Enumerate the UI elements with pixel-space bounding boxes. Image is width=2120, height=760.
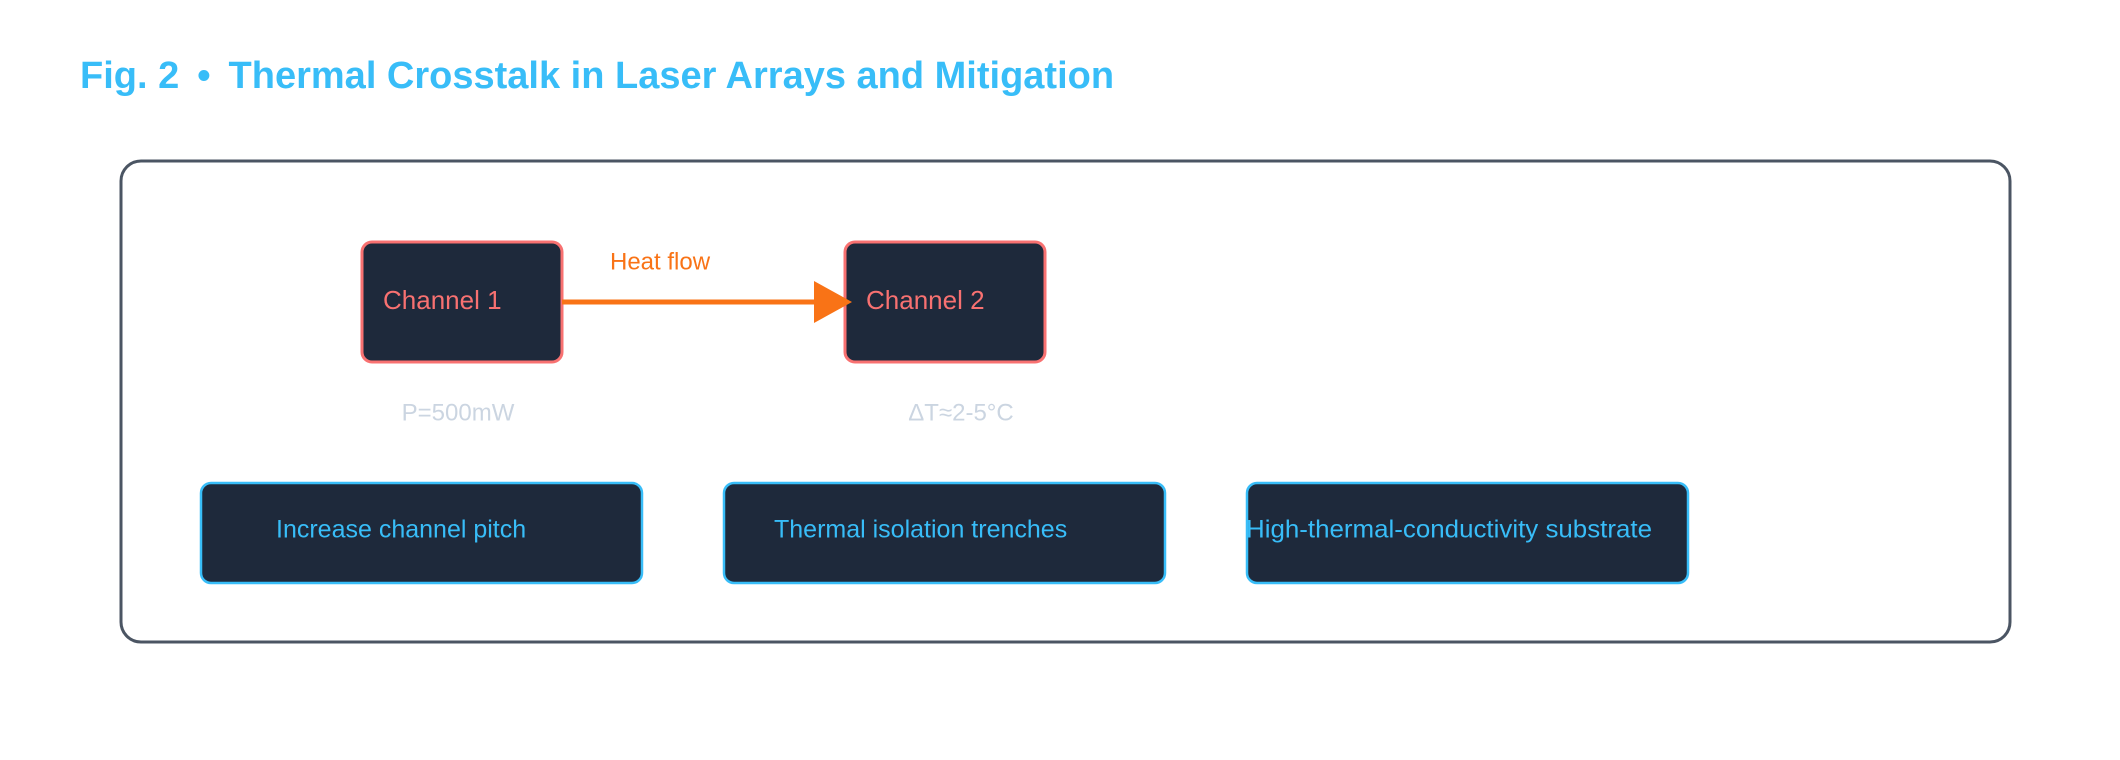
mitigation-label: Increase channel pitch <box>276 516 526 544</box>
heat-flow-label: Heat flow <box>610 248 711 275</box>
figure-label: Fig. 2 <box>80 55 180 97</box>
channel-1-annotation: P=500mW <box>402 399 515 426</box>
channel-1-node: Channel 1 <box>360 240 564 364</box>
title-separator: • <box>197 55 211 97</box>
channel-2-annotation: ΔT≈2-5°C <box>908 399 1013 426</box>
mitigation-label: Thermal isolation trenches <box>774 516 1067 544</box>
figure-title-text: Thermal Crosstalk in Laser Arrays and Mi… <box>228 55 1115 97</box>
mitigation-substrate: High-thermal-conductivity substrate <box>1245 481 1690 585</box>
mitigation-isolation-trenches: Thermal isolation trenches <box>722 481 1167 585</box>
channel-1-label: Channel 1 <box>383 285 502 315</box>
heat-flow-edge: Heat flow <box>562 248 852 323</box>
channel-2-node: Channel 2 <box>843 240 1047 364</box>
mitigation-increase-pitch: Increase channel pitch <box>199 481 644 585</box>
channel-2-label: Channel 2 <box>866 285 985 315</box>
heat-flow-arrowhead <box>814 281 852 323</box>
mitigation-label: High-thermal-conductivity substrate <box>1246 516 1652 544</box>
figure-title: Fig. 2 • Thermal Crosstalk in Laser Arrays… <box>80 48 1114 104</box>
